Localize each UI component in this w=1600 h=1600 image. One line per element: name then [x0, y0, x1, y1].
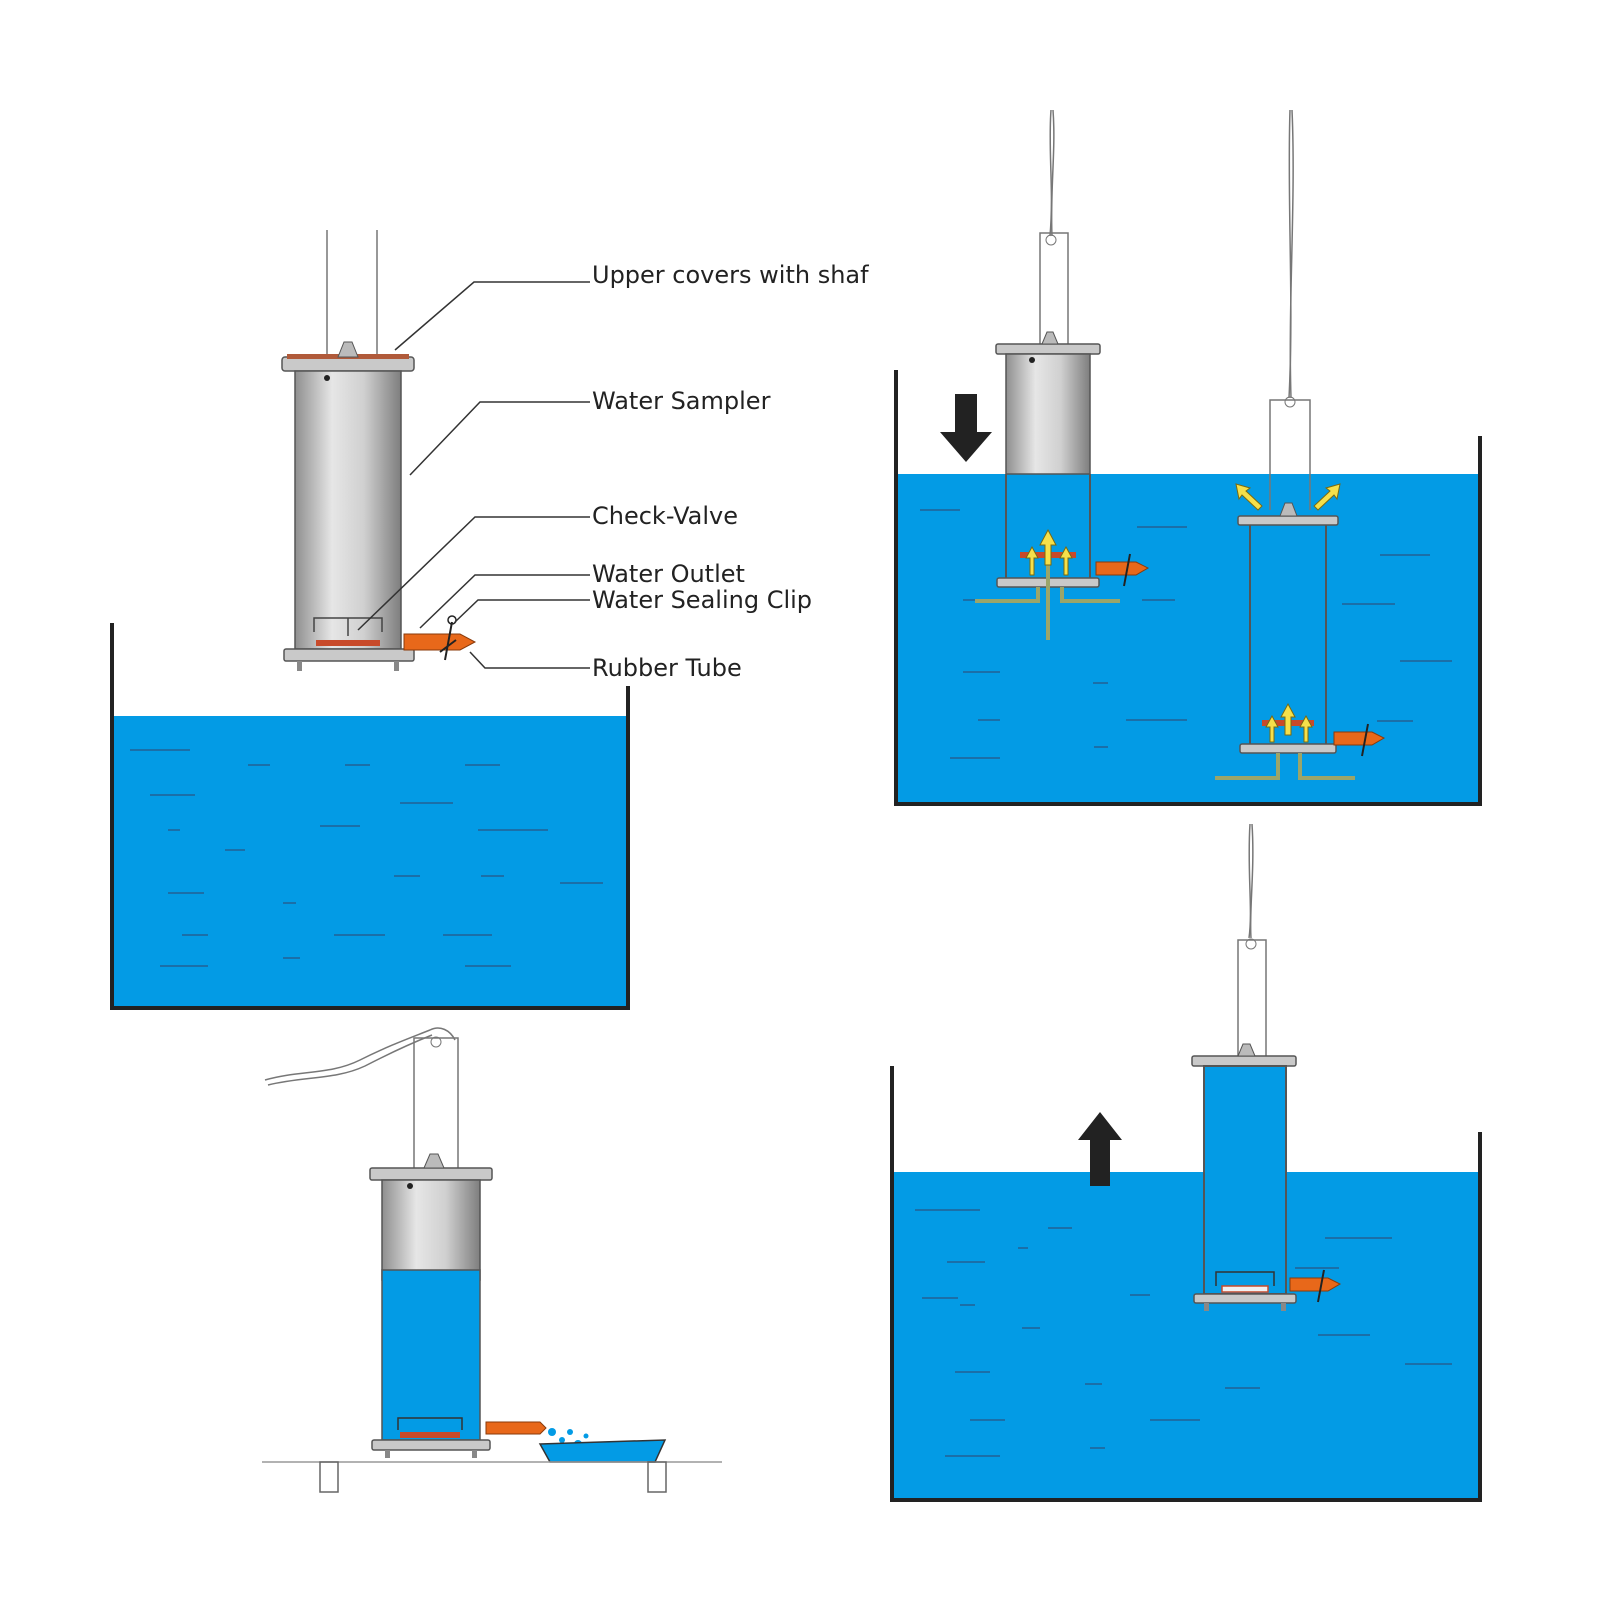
hanging-bail — [1039, 232, 1069, 356]
shaft-hole — [324, 375, 330, 381]
leader-water-sampler — [409, 401, 590, 476]
sampler-cylinder — [381, 1179, 481, 1281]
tank-water — [896, 474, 1480, 804]
tank-walls — [110, 623, 630, 1010]
tank-water — [112, 716, 628, 1008]
leader-rubber-tube — [469, 651, 590, 669]
clip-loop — [447, 615, 457, 625]
sampler-cylinder — [1005, 353, 1091, 475]
water-sealing-clip — [1123, 553, 1131, 587]
sampler-water — [381, 1269, 481, 1441]
table-leg-right — [647, 1461, 667, 1493]
hanging-bail — [1269, 399, 1311, 510]
tank-bottom-right — [890, 823, 1482, 1502]
water-outlet — [403, 633, 477, 651]
label-water-outlet: Water Outlet — [592, 560, 745, 588]
collection-tray — [538, 1439, 667, 1463]
arrow-down-icon — [940, 394, 992, 462]
sampler-cylinder — [294, 370, 402, 650]
water-outlet — [1095, 561, 1150, 576]
upper-cover — [1237, 515, 1339, 526]
bottom-plate — [283, 648, 415, 662]
hanging-bail — [1237, 939, 1267, 1064]
tank-top-left — [110, 623, 630, 1010]
bottom-plate — [1239, 743, 1337, 754]
flow-arrow-icon — [1039, 528, 1057, 566]
label-water-sampler: Water Sampler — [592, 387, 771, 415]
bottom-plate — [1193, 1293, 1297, 1304]
label-rubber-tube: Rubber Tube — [592, 654, 742, 682]
cover-knob — [337, 341, 359, 358]
hanging-bail — [413, 1037, 459, 1190]
upper-cover — [995, 343, 1101, 355]
panel-labeled-sampler: Upper covers with shaf Water Sampler Che… — [281, 230, 869, 682]
arrow-up-icon — [1078, 1112, 1122, 1186]
water-sealing-clip — [439, 621, 457, 661]
tank-top-right — [894, 109, 1482, 806]
flow-arrow-icon — [1235, 483, 1263, 511]
plate-foot-left — [297, 661, 302, 671]
leader-upper-covers — [394, 281, 590, 351]
plate-foot-right — [394, 661, 399, 671]
water-ripples — [130, 749, 603, 967]
upper-cover — [369, 1167, 493, 1181]
tank-walls — [890, 1066, 1482, 1502]
table-leg-left — [319, 1461, 339, 1493]
leader-water-outlet — [419, 574, 590, 629]
hanging-rope — [264, 1027, 456, 1081]
leader-water-sealing-clip — [454, 599, 590, 623]
water-outlet — [485, 1421, 547, 1435]
water-sealing-clip — [1317, 1269, 1325, 1303]
label-check-valve: Check-Valve — [592, 502, 738, 530]
tank-water — [892, 1172, 1480, 1500]
water-sealing-clip — [1361, 723, 1369, 757]
tank-walls — [894, 370, 1482, 806]
check-valve-seal — [316, 640, 380, 646]
upper-cover — [1191, 1055, 1297, 1067]
upper-cover — [281, 356, 415, 372]
water-ripples — [915, 1209, 1452, 1457]
sampler-water — [1203, 1065, 1287, 1295]
water-ripples — [920, 509, 1452, 759]
bottom-plate — [371, 1439, 491, 1451]
panel-draining — [262, 1027, 722, 1493]
leader-check-valve — [357, 516, 590, 631]
label-water-sealing-clip: Water Sealing Clip — [592, 586, 812, 614]
label-upper-covers: Upper covers with shaf — [592, 261, 869, 289]
